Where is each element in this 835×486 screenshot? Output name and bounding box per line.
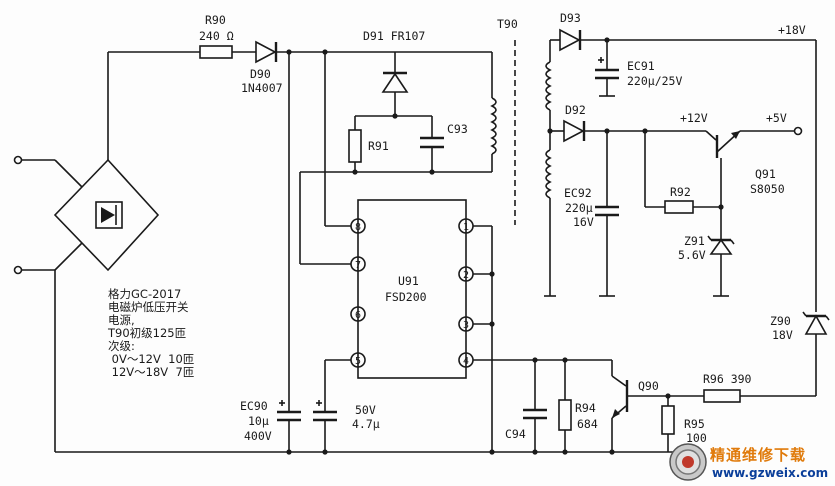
- d93-label: D93: [560, 11, 581, 25]
- z91-zener: [707, 235, 735, 255]
- t90-secondary-upper: [545, 61, 552, 111]
- t90-label: T90: [497, 17, 518, 31]
- r90-value: 240 Ω: [199, 29, 234, 43]
- u91-ic: [357, 199, 467, 379]
- ac-input-terminals: [13, 155, 55, 275]
- r92-label: R92: [670, 185, 691, 199]
- r92-resistor: [664, 200, 694, 214]
- r96-resistor: [703, 389, 741, 403]
- z91-label: Z91: [684, 234, 705, 248]
- r94-value: 684: [577, 417, 598, 431]
- d90-diode: [255, 40, 278, 64]
- ec92-value-1: 220µ: [565, 201, 593, 215]
- r96-label: R96 390: [703, 372, 752, 386]
- plus18v-label: +18V: [778, 23, 806, 37]
- q91-transistor: [705, 130, 741, 207]
- circuit-description-note: 格力GC-2017 电磁炉低压开关 电源, T90初级125匝 次级: 0V～1…: [108, 287, 195, 379]
- pin-3-label: 3: [463, 320, 469, 331]
- d92-diode: [563, 119, 586, 143]
- q90-transistor: [611, 360, 668, 452]
- z90-value: 18V: [772, 328, 793, 342]
- u91-value: FSD200: [385, 290, 427, 304]
- ec91-label: EC91: [627, 59, 655, 73]
- plus5v-terminal: [793, 126, 803, 136]
- c50v-value: 4.7µ: [352, 417, 380, 431]
- pin-8-label: 8: [355, 222, 361, 233]
- r95-value: 100: [686, 431, 707, 445]
- t90-secondary-lower: [545, 149, 552, 199]
- pin-2-label: 2: [463, 270, 469, 281]
- d90-value: 1N4007: [241, 81, 283, 95]
- pin-4-label: 4: [463, 356, 469, 367]
- pin-5-label: 5: [355, 356, 361, 367]
- q91-label: Q91: [755, 167, 776, 181]
- ec92-value-2: 16V: [573, 215, 594, 229]
- pin-1-label: 1: [463, 222, 469, 233]
- bridge-rectifier: [53, 52, 160, 272]
- ec90-value-2: 400V: [244, 429, 272, 443]
- pin-7-label: 7: [355, 260, 361, 271]
- c50v-label: 50V: [355, 403, 376, 417]
- r91-label: R91: [368, 139, 389, 153]
- z90-zener: [802, 311, 830, 335]
- ec90-label: EC90: [240, 399, 268, 413]
- plus12v-label: +12V: [680, 111, 708, 125]
- r91-resistor: [348, 129, 362, 163]
- q90-label: Q90: [638, 379, 659, 393]
- r95-resistor: [661, 405, 675, 435]
- watermark-site-name: 精通维修下载: [710, 446, 807, 464]
- t90-primary-winding: [490, 97, 497, 155]
- ec90-value-1: 10µ: [248, 414, 269, 428]
- c94-label: C94: [505, 427, 526, 441]
- d90-label: D90: [250, 67, 271, 81]
- r90-label: R90: [205, 13, 226, 27]
- z91-value: 5.6V: [678, 248, 706, 262]
- watermark-logo: [669, 443, 707, 481]
- r95-label: R95: [684, 417, 705, 431]
- pin-6-label: 6: [355, 310, 361, 321]
- d93-diode: [559, 28, 582, 52]
- d91-label: D91 FR107: [363, 29, 425, 43]
- d91-diode: [381, 71, 409, 93]
- c93-label: C93: [447, 122, 468, 136]
- r94-resistor: [558, 399, 572, 431]
- u91-label: U91: [398, 274, 419, 288]
- q91-value: S8050: [750, 182, 785, 196]
- z90-label: Z90: [770, 314, 791, 328]
- r90-resistor: [199, 45, 233, 59]
- watermark-url[interactable]: www.gzweix.com: [712, 466, 829, 480]
- r94-label: R94: [575, 401, 596, 415]
- plus5v-label: +5V: [766, 111, 787, 125]
- ec91-value: 220µ/25V: [627, 74, 682, 88]
- ec92-label: EC92: [564, 186, 592, 200]
- d92-label: D92: [565, 103, 586, 117]
